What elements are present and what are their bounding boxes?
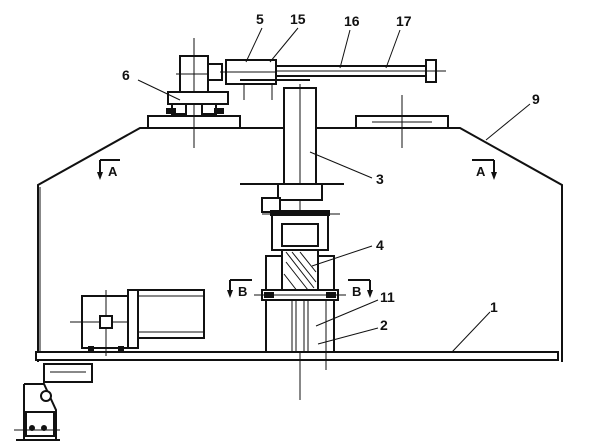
section-marker-a-left: A — [97, 159, 120, 180]
part-label-6: 6 — [122, 67, 130, 83]
die-assembly — [254, 197, 346, 301]
section-marker-b-right: B — [348, 279, 373, 299]
drive-motor — [70, 289, 205, 356]
part-label-17: 17 — [396, 13, 412, 29]
part-label-5: 5 — [256, 11, 264, 27]
section-label-a-right: A — [476, 164, 486, 179]
top-motor-assembly — [166, 38, 229, 115]
part-label-15: 15 — [290, 11, 306, 27]
section-label-b-left: B — [238, 284, 247, 299]
section-marker-b-left: B — [227, 279, 252, 299]
part-label-16: 16 — [344, 13, 360, 29]
lower-support — [265, 299, 335, 370]
side-bracket — [14, 363, 93, 441]
section-label-a-left: A — [108, 164, 118, 179]
part-label-11: 11 — [380, 289, 395, 305]
push-cylinder — [220, 59, 446, 100]
leader-lines — [137, 27, 531, 353]
base-plate — [35, 351, 559, 361]
part-label-3: 3 — [376, 171, 384, 187]
section-marker-a-right: A — [472, 159, 497, 180]
section-label-b-right: B — [352, 284, 361, 299]
part-label-2: 2 — [380, 317, 388, 333]
part-label-4: 4 — [376, 237, 384, 253]
part-label-1: 1 — [490, 299, 498, 315]
part-label-9: 9 — [532, 91, 540, 107]
